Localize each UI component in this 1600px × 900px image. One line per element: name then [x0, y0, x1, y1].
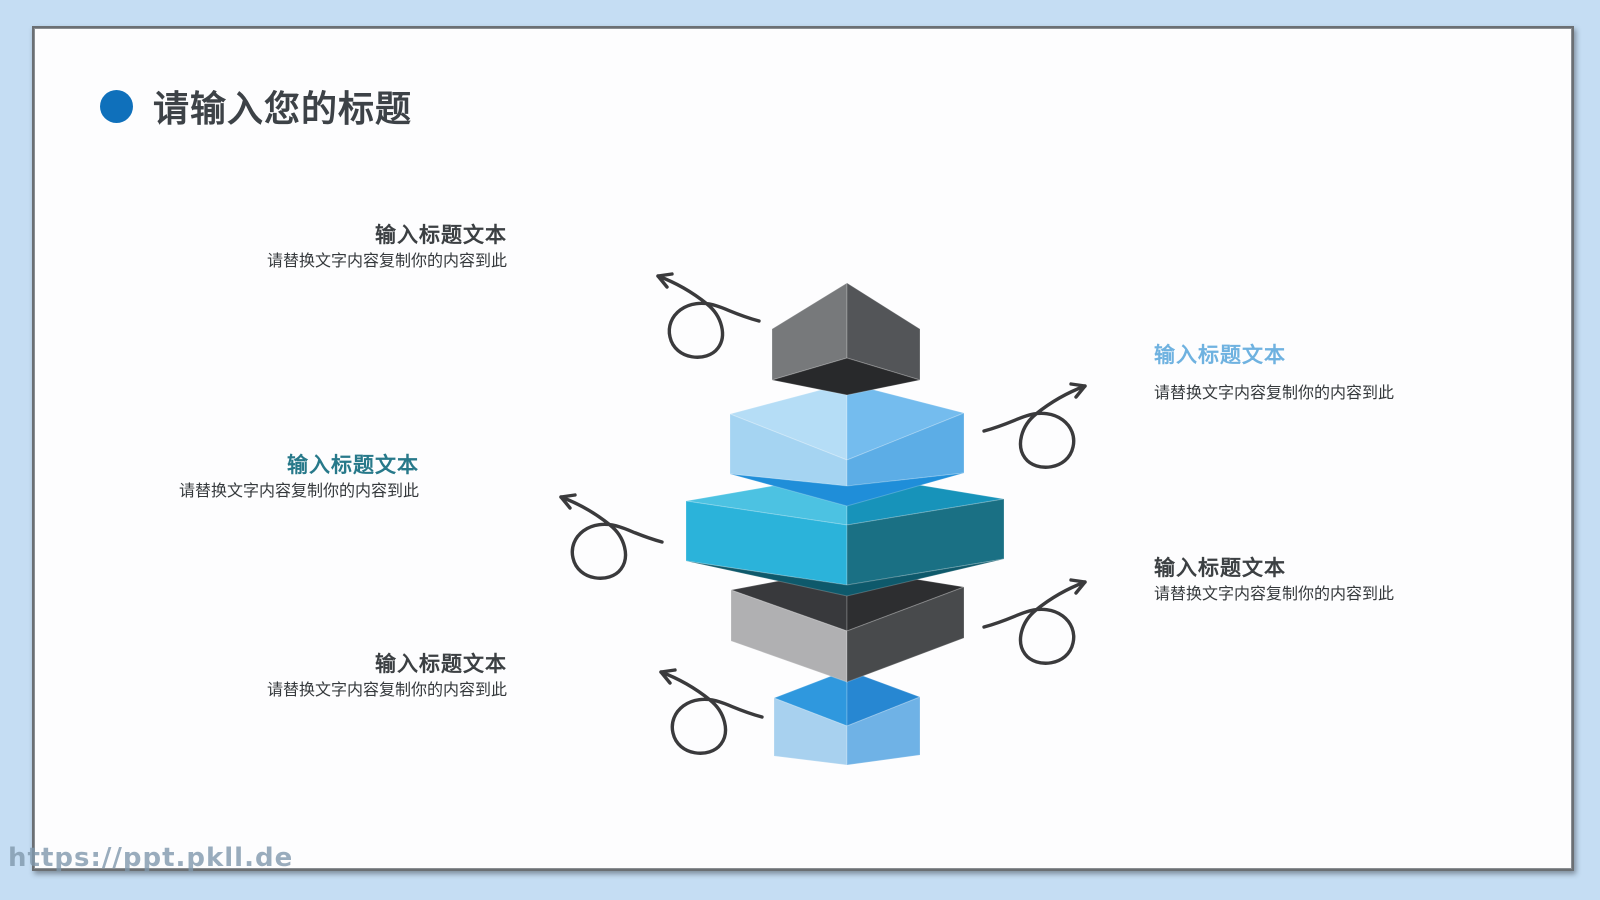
slide-title: 请输入您的标题 — [153, 89, 413, 130]
label-top-left: 输入标题文本 请替换文字内容复制你的内容到此 — [267, 222, 507, 272]
curly-arrow-middle-left-icon — [559, 493, 664, 580]
label-body: 请替换文字内容复制你的内容到此 — [266, 251, 507, 270]
label-top-right: 输入标题文本 请替换文字内容复制你的内容到此 — [1154, 342, 1394, 404]
layer-top-dark-box — [771, 282, 921, 396]
label-body: 请替换文字内容复制你的内容到此 — [1154, 383, 1395, 402]
title-bullet-dot-icon — [100, 89, 133, 123]
label-title: 输入标题文本 — [375, 652, 507, 676]
label-body: 请替换文字内容复制你的内容到此 — [266, 680, 507, 699]
layer-upper-light-blue-slab — [728, 382, 966, 507]
curly-arrow-top-left-icon — [656, 272, 761, 359]
layer-center-teal-slab — [685, 472, 1005, 597]
layer-lower-gray-slab — [729, 567, 966, 683]
slide-card: 请输入您的标题 — [32, 26, 1574, 871]
label-title: 输入标题文本 — [287, 453, 419, 477]
curly-arrow-top-right-icon — [982, 382, 1087, 469]
label-middle-left: 输入标题文本 请替换文字内容复制你的内容到此 — [179, 452, 419, 502]
curly-arrow-bottom-right-icon — [982, 578, 1087, 665]
label-body: 请替换文字内容复制你的内容到此 — [1154, 584, 1395, 603]
curly-arrow-bottom-left-icon — [659, 668, 764, 755]
label-title: 输入标题文本 — [1154, 343, 1286, 367]
label-bottom-right: 输入标题文本 请替换文字内容复制你的内容到此 — [1154, 555, 1394, 605]
label-title: 输入标题文本 — [1154, 556, 1286, 580]
layer-bottom-blue-cube — [772, 669, 922, 766]
label-bottom-left: 输入标题文本 请替换文字内容复制你的内容到此 — [267, 651, 507, 701]
label-title: 输入标题文本 — [375, 223, 507, 247]
title-row: 请输入您的标题 — [100, 82, 412, 130]
watermark: https://ppt.pkll.de — [8, 843, 294, 873]
label-body: 请替换文字内容复制你的内容到此 — [178, 481, 419, 500]
curly-arrows — [559, 272, 1087, 755]
